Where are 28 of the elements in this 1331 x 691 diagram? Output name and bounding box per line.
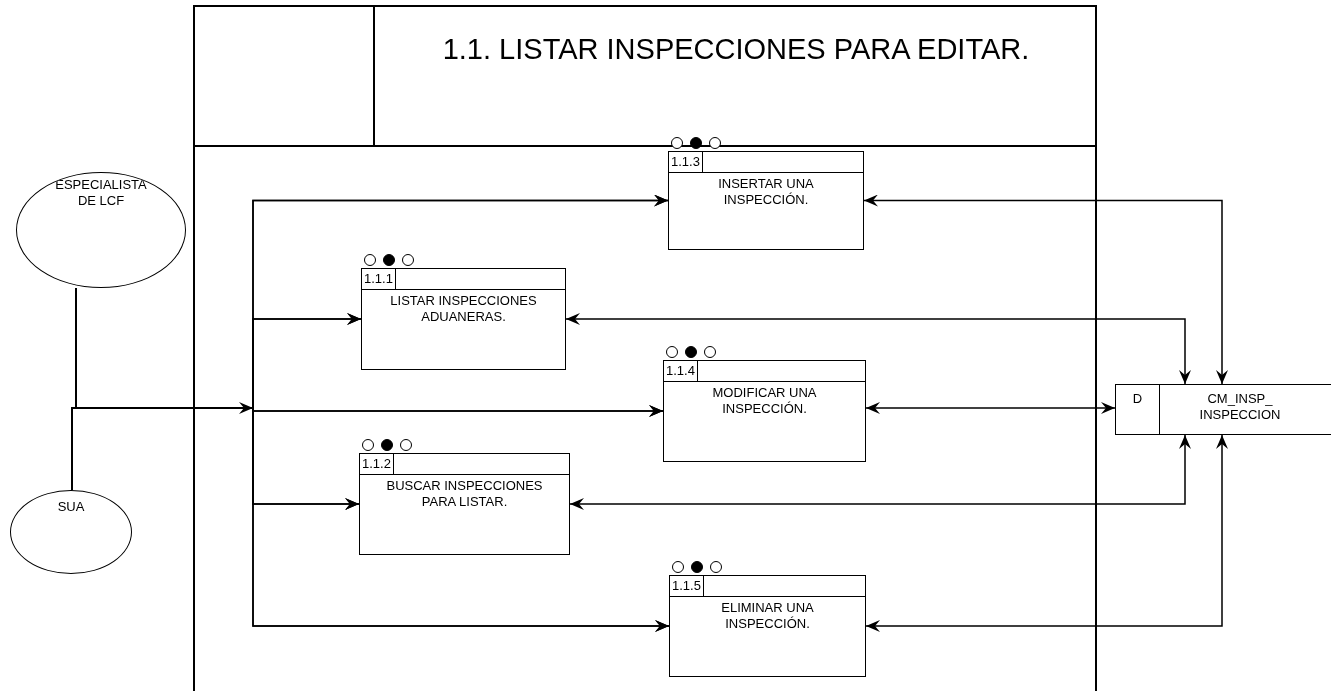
store-id: D (1116, 385, 1160, 434)
arrow (865, 402, 1116, 414)
arrow (569, 434, 1191, 510)
arrow (863, 194, 1228, 385)
process-label: ELIMINAR UNA INSPECCIÓN. (720, 599, 815, 633)
data-store (1115, 384, 1331, 435)
process-box (669, 575, 866, 677)
process-number: 1.1.3 (669, 152, 703, 172)
process-box (663, 360, 866, 462)
process-number: 1.1.5 (670, 576, 704, 596)
process-number: 1.1.1 (362, 269, 396, 289)
arrow (71, 407, 670, 632)
process-label: LISTAR INSPECCIONES ADUANERAS. (389, 292, 538, 326)
process-label: INSERTAR UNA INSPECCIÓN. (717, 175, 815, 209)
process-box (361, 268, 566, 370)
process-label: BUSCAR INSPECCIONES PARA LISTAR. (385, 477, 544, 511)
process-label: MODIFICAR UNA INSPECCIÓN. (711, 384, 818, 418)
process-box (668, 151, 864, 250)
process-box (359, 453, 570, 555)
arrow (565, 313, 1191, 385)
arrow (865, 434, 1228, 632)
frame-box (193, 5, 1097, 691)
frame-label: 1.1. LISTAR INSPECCIONES PARA EDITAR. (441, 33, 1031, 66)
store-label: CM_INSP_ INSPECCION (1198, 390, 1282, 425)
actor-label: SUA (57, 499, 85, 516)
process-number: 1.1.2 (360, 454, 394, 474)
actor-label: ESPECIALISTA DE LCF (54, 177, 148, 210)
process-number: 1.1.4 (664, 361, 698, 381)
